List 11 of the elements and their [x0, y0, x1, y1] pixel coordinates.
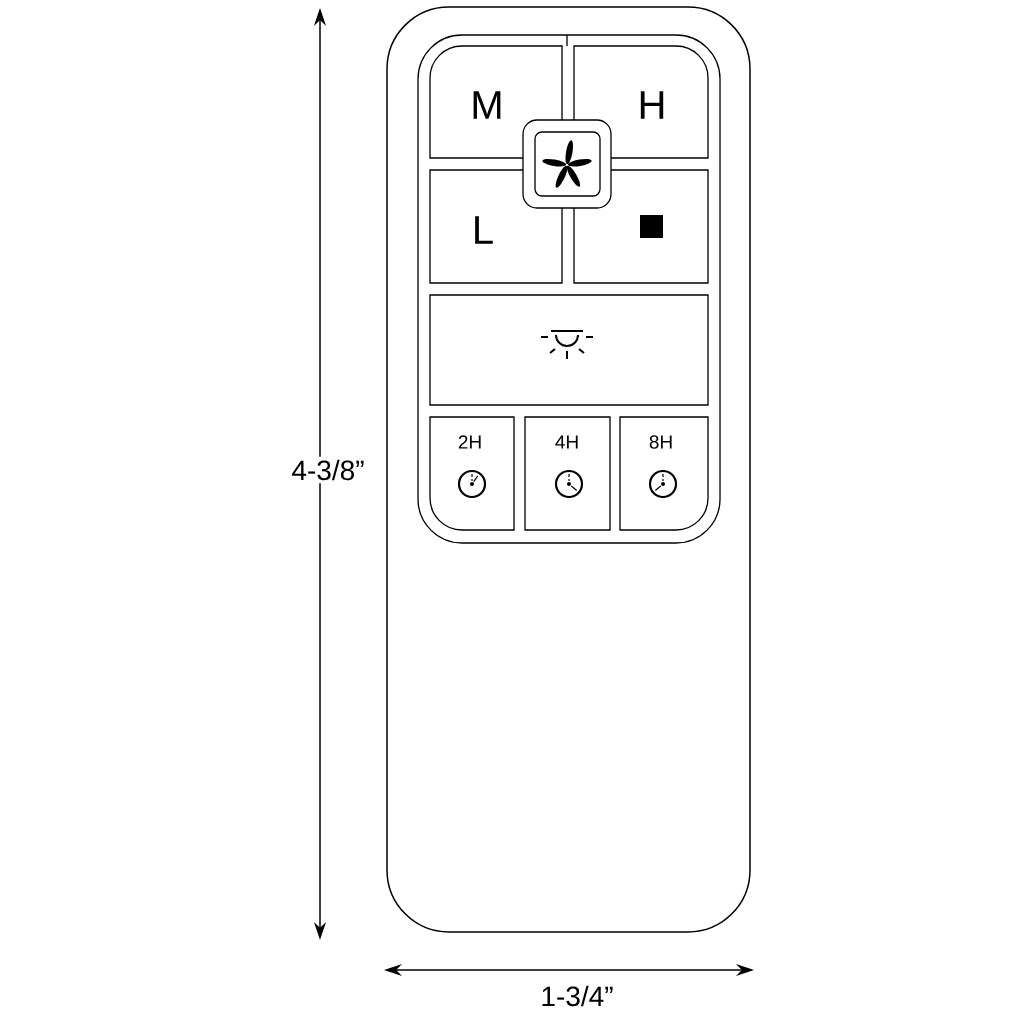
icon-button: [429, 294, 709, 406]
button: L: [429, 169, 563, 284]
button: 4H: [524, 416, 611, 531]
button: H: [573, 45, 709, 159]
button: 2H: [429, 416, 515, 531]
icon-button: [522, 119, 612, 209]
button: 8H: [619, 416, 709, 531]
dimension-label: 4-3/8”: [288, 456, 368, 484]
icon-button: [573, 169, 709, 284]
dimension-label: 1-3/4”: [537, 982, 617, 1010]
button: M: [429, 45, 563, 159]
